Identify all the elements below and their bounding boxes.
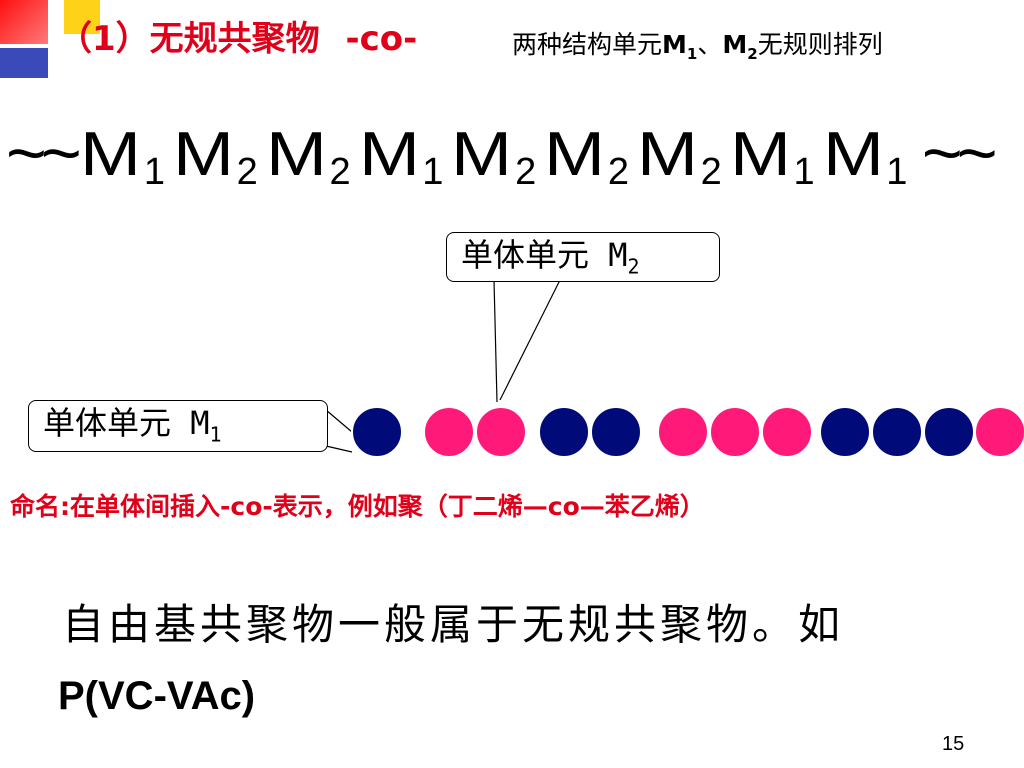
bead-m2 — [657, 406, 709, 458]
sequence-lead: ~~ — [6, 114, 82, 192]
body-line-1: 自由基共聚物一般属于无规共聚物。如 — [62, 600, 845, 649]
sequence-unit-letter: M — [822, 120, 884, 189]
sequence-unit-sub: 1 — [793, 151, 815, 193]
sequence-unit-sub: 1 — [143, 151, 166, 193]
sequence-unit: M1 — [729, 120, 823, 194]
sequence-unit-sub: 2 — [700, 151, 722, 193]
sequence-unit-letter: M — [637, 120, 698, 189]
sequence-unit: M1 — [822, 120, 916, 194]
sequence-unit: M2 — [265, 120, 359, 194]
decor-square-blue — [0, 48, 48, 78]
sequence-unit-letter: M — [358, 120, 420, 189]
sequence-unit: M2 — [173, 120, 266, 194]
bead-m2 — [709, 406, 761, 458]
leader-m2-right — [499, 279, 561, 401]
decor-square-red — [0, 0, 48, 44]
callout-m1-label: 单体单元 M — [43, 404, 210, 442]
sequence-unit-letter: M — [451, 120, 513, 189]
sequence-unit-letter: M — [729, 120, 791, 189]
naming-rule: 命名:在单体间插入-co-表示，例如聚（丁二烯—co—苯乙烯） — [10, 492, 705, 521]
sequence-unit: M2 — [544, 120, 637, 194]
bead-m1 — [538, 406, 590, 458]
sequence-unit-sub: 2 — [607, 151, 629, 193]
leader-m1-top — [325, 409, 353, 433]
callout-m2: 单体单元 M2 — [446, 232, 720, 282]
callout-m1: 单体单元 M1 — [28, 400, 328, 452]
sequence-unit-sub: 1 — [422, 151, 444, 193]
page-title: （1）无规共聚物 -co- — [58, 22, 417, 56]
bead-m1 — [819, 406, 871, 458]
title-main: （1）无规共聚物 — [58, 19, 320, 59]
bead-m1 — [351, 406, 403, 458]
sequence-tail: ~~ — [921, 114, 998, 192]
bead-m2 — [475, 406, 527, 458]
sequence-unit-letter: M — [544, 120, 606, 189]
desc-suffix: 无规则排列 — [757, 30, 883, 59]
bead-m1 — [871, 406, 923, 458]
sequence-unit-letter: M — [173, 120, 234, 189]
bead-m2 — [761, 406, 813, 458]
desc-m2-sub: 2 — [747, 45, 758, 63]
sequence-unit-sub: 2 — [329, 151, 351, 193]
desc-sep: 、 — [697, 30, 723, 59]
body-line-2: P(VC-VAc) — [58, 674, 256, 718]
leader-m2-left — [493, 279, 498, 403]
desc-m1-sub: 1 — [686, 45, 698, 63]
bead-m2 — [423, 406, 475, 458]
title-description: 两种结构单元M1、M2无规则排列 — [512, 32, 883, 62]
sequence-unit-sub: 2 — [515, 151, 537, 193]
bead-m1 — [923, 406, 975, 458]
callout-m1-sub: 1 — [209, 422, 222, 447]
sequence-unit-sub: 1 — [886, 151, 908, 193]
sequence-unit: M1 — [80, 120, 173, 194]
bead-m1 — [590, 406, 642, 458]
callout-m2-sub: 2 — [627, 254, 640, 279]
leader-m1-bottom — [325, 445, 353, 453]
sequence-unit-sub: 2 — [236, 151, 258, 193]
page-number: 15 — [942, 733, 965, 755]
desc-m2: M — [722, 30, 748, 59]
callout-m2-label: 单体单元 M — [461, 236, 628, 274]
decor-square-yellow — [64, 0, 100, 34]
sequence-unit: M2 — [451, 120, 544, 194]
desc-m1: M — [662, 30, 687, 59]
sequence-unit: M1 — [358, 120, 452, 194]
sequence-unit-letter: M — [80, 120, 142, 189]
desc-prefix: 两种结构单元 — [512, 30, 663, 59]
title-abbr: -co- — [345, 19, 418, 59]
bead-m2 — [974, 406, 1024, 458]
sequence-unit-letter: M — [265, 120, 327, 189]
sequence-unit: M2 — [637, 120, 730, 194]
